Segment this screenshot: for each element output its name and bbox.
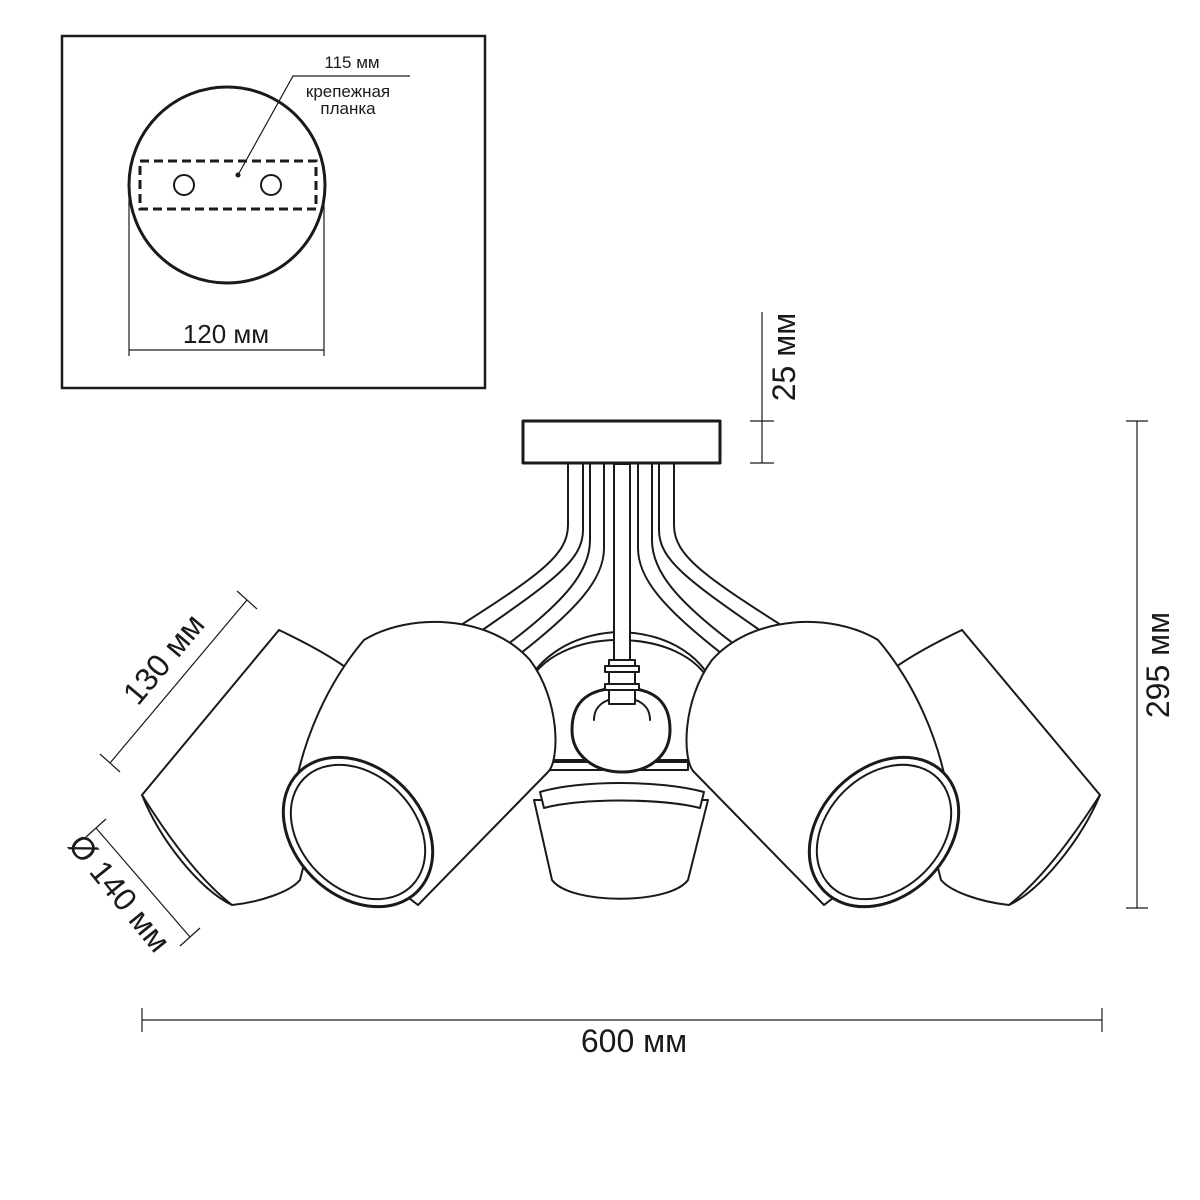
chandelier	[141, 419, 1101, 909]
plate-name-line2: планка	[320, 99, 376, 118]
ceiling-base-circle	[127, 85, 327, 285]
ceiling-canopy	[521, 419, 722, 465]
center-hub	[548, 659, 689, 774]
mounting-plate-outline	[138, 159, 318, 211]
shade-inner-right	[685, 620, 961, 909]
total-height-label: 295 мм	[1140, 612, 1176, 718]
base-dimension-label: 120 мм	[183, 319, 269, 349]
leader-line	[237, 75, 410, 176]
inset-frame	[60, 34, 487, 390]
dim-total-width: 600 мм	[141, 1008, 1103, 1059]
plate-dimension-label: 115 мм	[324, 53, 379, 72]
canopy-height-label: 25 мм	[766, 313, 802, 401]
mounting-hole-left	[173, 174, 195, 196]
plate-name-line1: крепежная	[306, 82, 390, 101]
mounting-plate-inset: 115 мм крепежная планка 120 мм	[60, 34, 487, 390]
shade-inner-left	[281, 620, 557, 909]
dim-canopy-height: 25 мм	[750, 312, 802, 464]
shade-diameter-label: Ø 140 мм	[61, 827, 177, 959]
dim-total-height: 295 мм	[1126, 420, 1176, 909]
shade-front-center	[533, 782, 709, 900]
mounting-hole-right	[260, 174, 282, 196]
total-width-label: 600 мм	[581, 1023, 687, 1059]
